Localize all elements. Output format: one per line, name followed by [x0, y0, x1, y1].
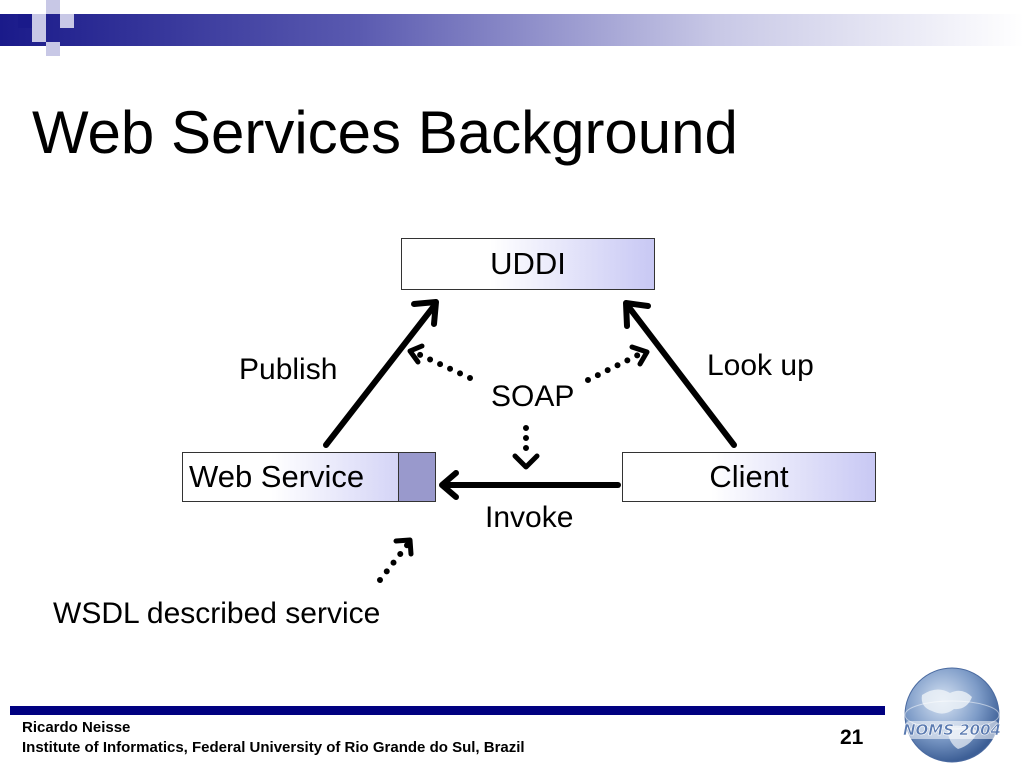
header-square [32, 14, 46, 28]
publish-arrow [323, 303, 437, 448]
noms-globe-logo: NOMS 2004 [903, 667, 1001, 763]
lookup-label: Look up [707, 349, 814, 382]
uddi-label: UDDI [490, 246, 566, 281]
logo-text: NOMS 2004 [903, 721, 1001, 739]
lookup-arrow [625, 303, 737, 448]
page-title: Web Services Background [32, 99, 738, 166]
wsdl-arrow [377, 541, 411, 583]
header-square [46, 0, 60, 14]
publish-arrowhead [411, 299, 439, 327]
wsdl-interface-square [398, 452, 436, 502]
invoke-arrowhead [439, 470, 459, 500]
header-square [32, 28, 46, 42]
client-label: Client [709, 459, 789, 494]
uddi-box: UDDI [401, 238, 655, 290]
header-square [18, 14, 32, 28]
web-service-label: Web Service [189, 459, 365, 494]
soap-arrow-left [411, 349, 473, 381]
client-box: Client [622, 452, 876, 502]
footer-author: Ricardo Neisse [22, 719, 131, 736]
header-square [46, 42, 60, 56]
header-gradient-bar [0, 14, 1024, 46]
header-square [60, 14, 74, 28]
soap-arrowhead-left [407, 343, 425, 365]
footer-institution: Institute of Informatics, Federal Univer… [22, 739, 525, 756]
wsdl-arrowhead [393, 537, 414, 557]
soap-arrowhead-down [512, 453, 540, 470]
footer-divider [10, 706, 885, 715]
lookup-arrowhead [623, 300, 651, 329]
web-service-box: Web Service [182, 452, 436, 502]
page-number: 21 [840, 726, 864, 749]
wsdl-label: WSDL described service [53, 597, 381, 630]
soap-arrowhead-right [629, 344, 650, 367]
soap-arrow-right [585, 349, 647, 383]
publish-label: Publish [239, 353, 338, 386]
soap-label: SOAP [491, 380, 575, 413]
invoke-label: Invoke [485, 501, 574, 534]
